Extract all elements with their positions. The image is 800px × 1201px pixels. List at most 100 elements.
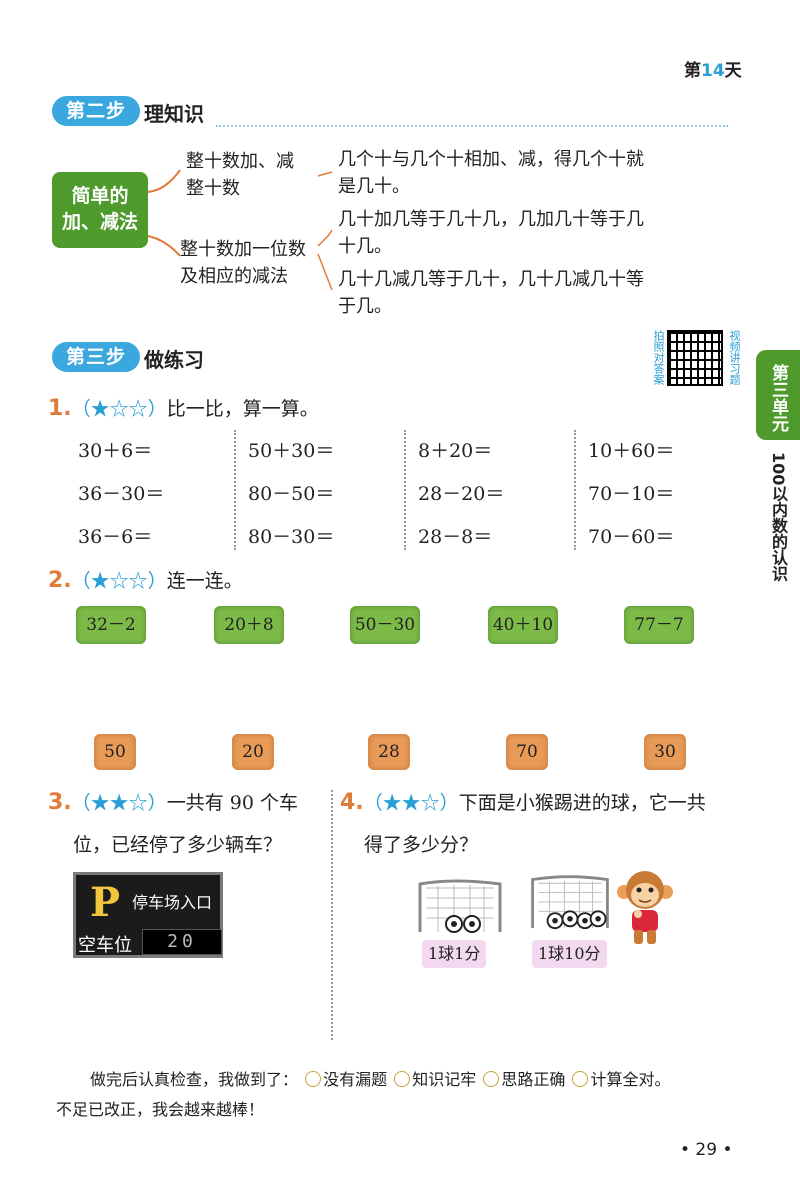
answer-card[interactable]: 28 bbox=[368, 734, 410, 770]
self-check-item: 计算全对。 bbox=[590, 1070, 671, 1089]
column-divider bbox=[574, 430, 576, 550]
self-check-item: 知识记牢 bbox=[412, 1070, 477, 1089]
expression-card[interactable]: 32－2 bbox=[76, 606, 146, 644]
score-rule-2: 1球10分 bbox=[532, 940, 607, 968]
q4-stars: （★★☆） bbox=[363, 792, 459, 814]
q2-text: 连一连。 bbox=[166, 570, 243, 592]
q1-number: 1. bbox=[48, 396, 72, 421]
day-suffix: 天 bbox=[724, 61, 742, 81]
step3-pill: 第三步 bbox=[52, 342, 141, 372]
goal-1-icon bbox=[418, 879, 502, 933]
qr-answer-label: 拍照对答案 bbox=[652, 330, 665, 385]
calc-item: 50＋30＝ bbox=[248, 440, 335, 462]
goal-2-icon bbox=[531, 875, 609, 930]
q1-column-3: 8＋20＝ 28－20＝ 28－8＝ bbox=[418, 436, 504, 549]
q1-column-4: 10＋60＝ 70－10＝ 70－60＝ bbox=[588, 436, 674, 549]
calc-item: 70－60＝ bbox=[588, 526, 675, 548]
parking-value: 20 bbox=[142, 929, 222, 955]
self-check-item: 思路正确 bbox=[501, 1070, 566, 1089]
self-check-lead: 做完后认真检查，我做到了： bbox=[90, 1070, 299, 1089]
q4-line-1: 下面是小猴踢进的球，它一共 bbox=[458, 792, 706, 814]
calc-item: 8＋20＝ bbox=[418, 440, 493, 462]
q2-stars: （★☆☆） bbox=[71, 570, 167, 592]
q1-stars: （★☆☆） bbox=[71, 398, 167, 420]
q3-line-1: 一共有 90 个车 bbox=[166, 792, 298, 814]
self-check-line: 做完后认真检查，我做到了： 没有漏题 知识记牢 思路正确 计算全对。 bbox=[90, 1066, 770, 1090]
rule-2: 几十加几等于几十几，几加几十等于几 十几。 bbox=[338, 206, 644, 260]
calc-item: 36－6＝ bbox=[78, 526, 153, 548]
q1-text: 比一比，算一算。 bbox=[166, 398, 319, 420]
rule-3-line-1: 几十几减几等于几十，几十几减几十等 bbox=[338, 269, 644, 290]
calc-item: 36－30＝ bbox=[78, 483, 165, 505]
branch-1-line-1: 整十数加、减 bbox=[186, 151, 294, 172]
calc-item: 10＋60＝ bbox=[588, 440, 675, 462]
qr-code-icon[interactable] bbox=[667, 330, 723, 386]
q3-number: 3. bbox=[48, 790, 72, 815]
parking-label: 空车位 bbox=[78, 935, 132, 956]
step3-title: 做练习 bbox=[144, 348, 204, 372]
expression-card[interactable]: 40＋10 bbox=[488, 606, 558, 644]
parking-title: 停车场入口 bbox=[132, 893, 213, 912]
q3-stars: （★★☆） bbox=[71, 792, 167, 814]
day-number: 14 bbox=[701, 61, 725, 81]
column-divider bbox=[404, 430, 406, 550]
check-circle-icon[interactable] bbox=[483, 1071, 500, 1087]
step2-divider bbox=[216, 125, 728, 127]
step2-title: 理知识 bbox=[144, 102, 204, 126]
parking-p-icon: P bbox=[90, 879, 121, 926]
q2-number: 2. bbox=[48, 568, 72, 593]
calc-item: 80－30＝ bbox=[248, 526, 335, 548]
branch-2-line-2: 及相应的减法 bbox=[180, 266, 288, 287]
day-label: 第14天 bbox=[684, 56, 742, 81]
rule-1-line-2: 是几十。 bbox=[338, 176, 410, 197]
branch-2: 整十数加一位数 及相应的减法 bbox=[180, 236, 306, 290]
branch-1: 整十数加、减 整十数 bbox=[186, 148, 294, 202]
answer-card[interactable]: 30 bbox=[644, 734, 686, 770]
knowledge-center-box: 简单的 加、减法 bbox=[52, 172, 148, 248]
branch-2-line-1: 整十数加一位数 bbox=[180, 239, 306, 260]
calc-item: 28－20＝ bbox=[418, 483, 505, 505]
encouragement-line: 不足已改正，我会越来越棒！ bbox=[56, 1100, 265, 1119]
q3-line-2: 位，已经停了多少辆车？ bbox=[73, 834, 283, 856]
q1-heading: 1.（★☆☆）比一比，算一算。 bbox=[48, 394, 319, 421]
rule-1: 几个十与几个十相加、减，得几个十就 是几十。 bbox=[338, 146, 644, 200]
check-circle-icon[interactable] bbox=[572, 1071, 589, 1087]
q1-column-2: 50＋30＝ 80－50＝ 80－30＝ bbox=[248, 436, 334, 549]
page-number: • 29 • bbox=[680, 1140, 733, 1160]
calc-item: 70－10＝ bbox=[588, 483, 675, 505]
branch-1-line-2: 整十数 bbox=[186, 178, 240, 199]
rule-2-line-2: 十几。 bbox=[338, 236, 392, 257]
answer-card[interactable]: 70 bbox=[506, 734, 548, 770]
answer-card[interactable]: 20 bbox=[232, 734, 274, 770]
q4-heading: 4.（★★☆）下面是小猴踢进的球，它一共 bbox=[340, 788, 706, 815]
unit-subtitle: 100以内数的认识 bbox=[769, 452, 788, 582]
q3-heading: 3.（★★☆）一共有 90 个车 bbox=[48, 788, 298, 815]
expression-card[interactable]: 50－30 bbox=[350, 606, 420, 644]
unit-tab[interactable]: 第三单元 bbox=[756, 350, 800, 440]
calc-item: 30＋6＝ bbox=[78, 440, 153, 462]
calc-item: 28－8＝ bbox=[418, 526, 493, 548]
score-rule-1: 1球1分 bbox=[422, 940, 487, 968]
monkey-icon bbox=[617, 871, 673, 944]
check-circle-icon[interactable] bbox=[394, 1071, 411, 1087]
self-check-item: 没有漏题 bbox=[323, 1070, 388, 1089]
parking-sign: P 停车场入口 空车位 20 bbox=[73, 872, 223, 958]
check-circle-icon[interactable] bbox=[305, 1071, 322, 1087]
q4-number: 4. bbox=[340, 790, 364, 815]
rule-1-line-1: 几个十与几个十相加、减，得几个十就 bbox=[338, 149, 644, 170]
answer-card[interactable]: 50 bbox=[94, 734, 136, 770]
center-line-1: 简单的 bbox=[71, 185, 129, 207]
column-divider bbox=[234, 430, 236, 550]
rule-2-line-1: 几十加几等于几十几，几加几十等于几 bbox=[338, 209, 644, 230]
q4-line-2: 得了多少分？ bbox=[364, 834, 479, 856]
q3-q4-divider bbox=[331, 790, 333, 1040]
center-line-2: 加、减法 bbox=[61, 211, 138, 233]
expression-card[interactable]: 20＋8 bbox=[214, 606, 284, 644]
calc-item: 80－50＝ bbox=[248, 483, 335, 505]
q1-column-1: 30＋6＝ 36－30＝ 36－6＝ bbox=[78, 436, 164, 549]
q2-heading: 2.（★☆☆）连一连。 bbox=[48, 566, 243, 593]
qr-video-label: 视频讲习题 bbox=[728, 330, 741, 385]
day-prefix: 第 bbox=[684, 61, 701, 81]
rule-3-line-2: 于几。 bbox=[338, 296, 392, 317]
expression-card[interactable]: 77－7 bbox=[624, 606, 694, 644]
